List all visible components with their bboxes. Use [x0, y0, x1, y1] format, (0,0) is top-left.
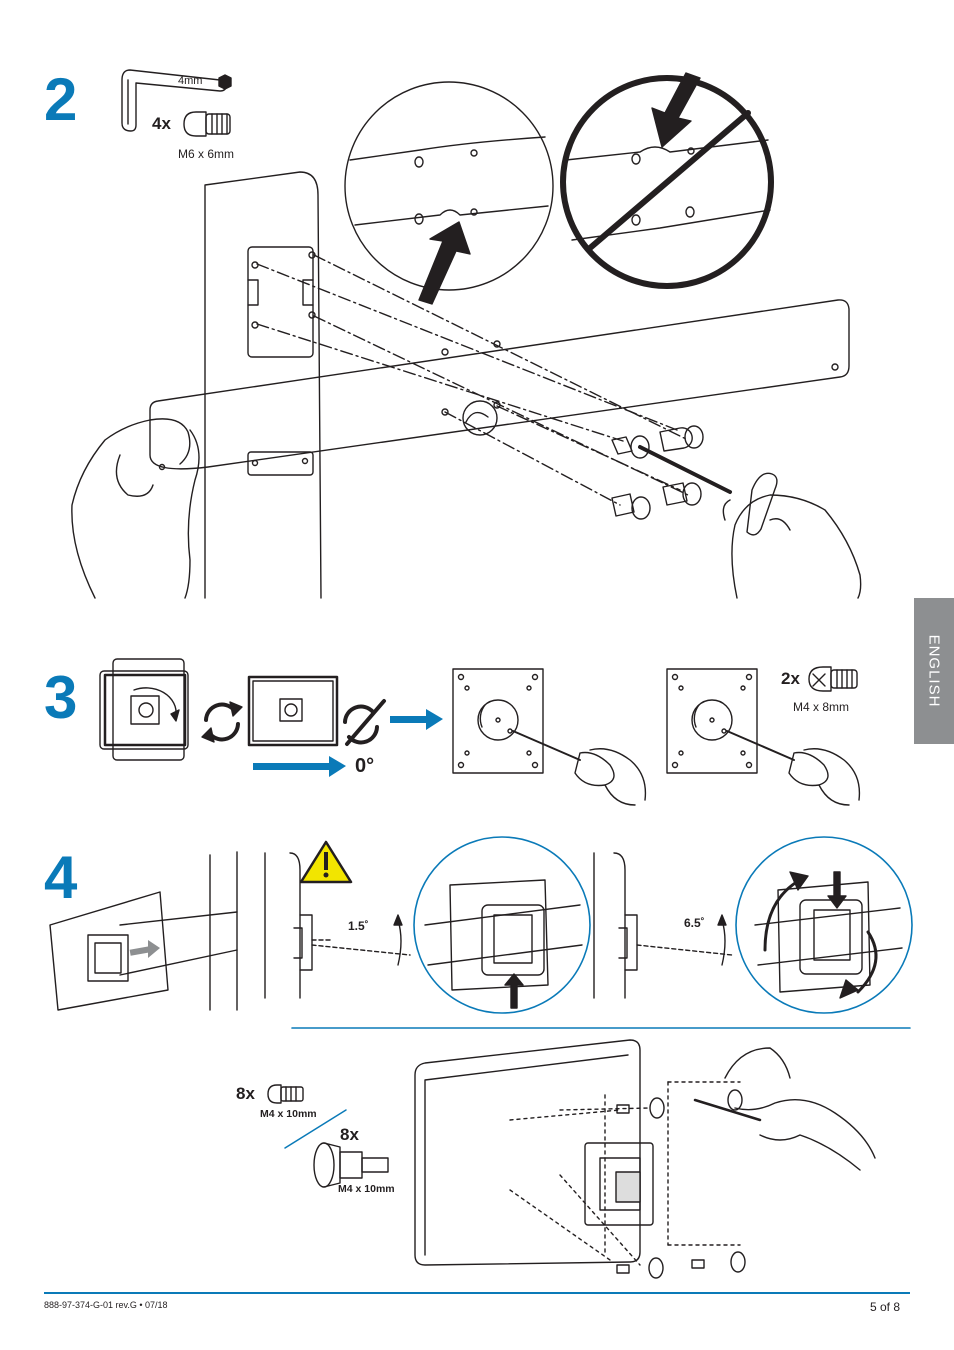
detail-circle-tilt-small	[413, 836, 591, 1014]
arrow-icon	[827, 871, 847, 909]
screw-quantity-b: 8x	[340, 1125, 359, 1144]
thumbscrew-icon	[313, 1142, 389, 1188]
language-label: ENGLISH	[925, 634, 943, 708]
step-number-3: 3	[44, 664, 78, 731]
left-hand	[71, 418, 200, 599]
document-code: 888-97-374-G-01 rev.G • 07/18	[44, 1300, 168, 1310]
hex-key-size: 4mm	[178, 75, 203, 87]
tilt-angle-large: 6.5˚	[684, 916, 705, 930]
screw-spec: M6 x 6mm	[178, 147, 235, 161]
m6-screws	[611, 425, 704, 520]
right-hand	[722, 494, 862, 599]
screw-icon	[267, 1084, 304, 1104]
stand-column	[204, 171, 322, 599]
step-number-4: 4	[44, 844, 78, 911]
mount-arm	[149, 299, 850, 470]
screw-spec: M4 x 8mm	[793, 700, 850, 714]
page-number: 5 of 8	[869, 1300, 900, 1314]
screw-spec-a: M4 x 10mm	[260, 1108, 317, 1120]
screw-quantity: 4x	[152, 114, 171, 133]
tilt-angle-small: 1.5˚	[348, 919, 369, 933]
angle-label: 0°	[355, 755, 375, 777]
screw-icon	[183, 111, 231, 137]
monitor-back	[414, 1039, 641, 1266]
language-tab: ENGLISH	[914, 598, 954, 744]
detail-circle-wrong	[560, 75, 774, 289]
hex-nut-icon	[218, 74, 232, 90]
detail-circle-tilt-large	[735, 836, 913, 1014]
arrow-icon	[504, 973, 524, 1009]
hex-key-icon	[121, 69, 227, 132]
screw-quantity: 2x	[781, 669, 800, 688]
screw-icon	[808, 666, 858, 692]
no-rotate-icon	[343, 699, 386, 746]
screw-quantity-a: 8x	[236, 1084, 255, 1103]
detail-circle-correct	[344, 81, 554, 291]
warning-icon	[299, 840, 353, 884]
arrow-icon	[651, 72, 701, 148]
footer-divider	[44, 1292, 910, 1294]
screw-spec-b: M4 x 10mm	[338, 1183, 395, 1195]
step-number-2: 2	[44, 66, 78, 133]
arrow-icon	[418, 221, 471, 305]
